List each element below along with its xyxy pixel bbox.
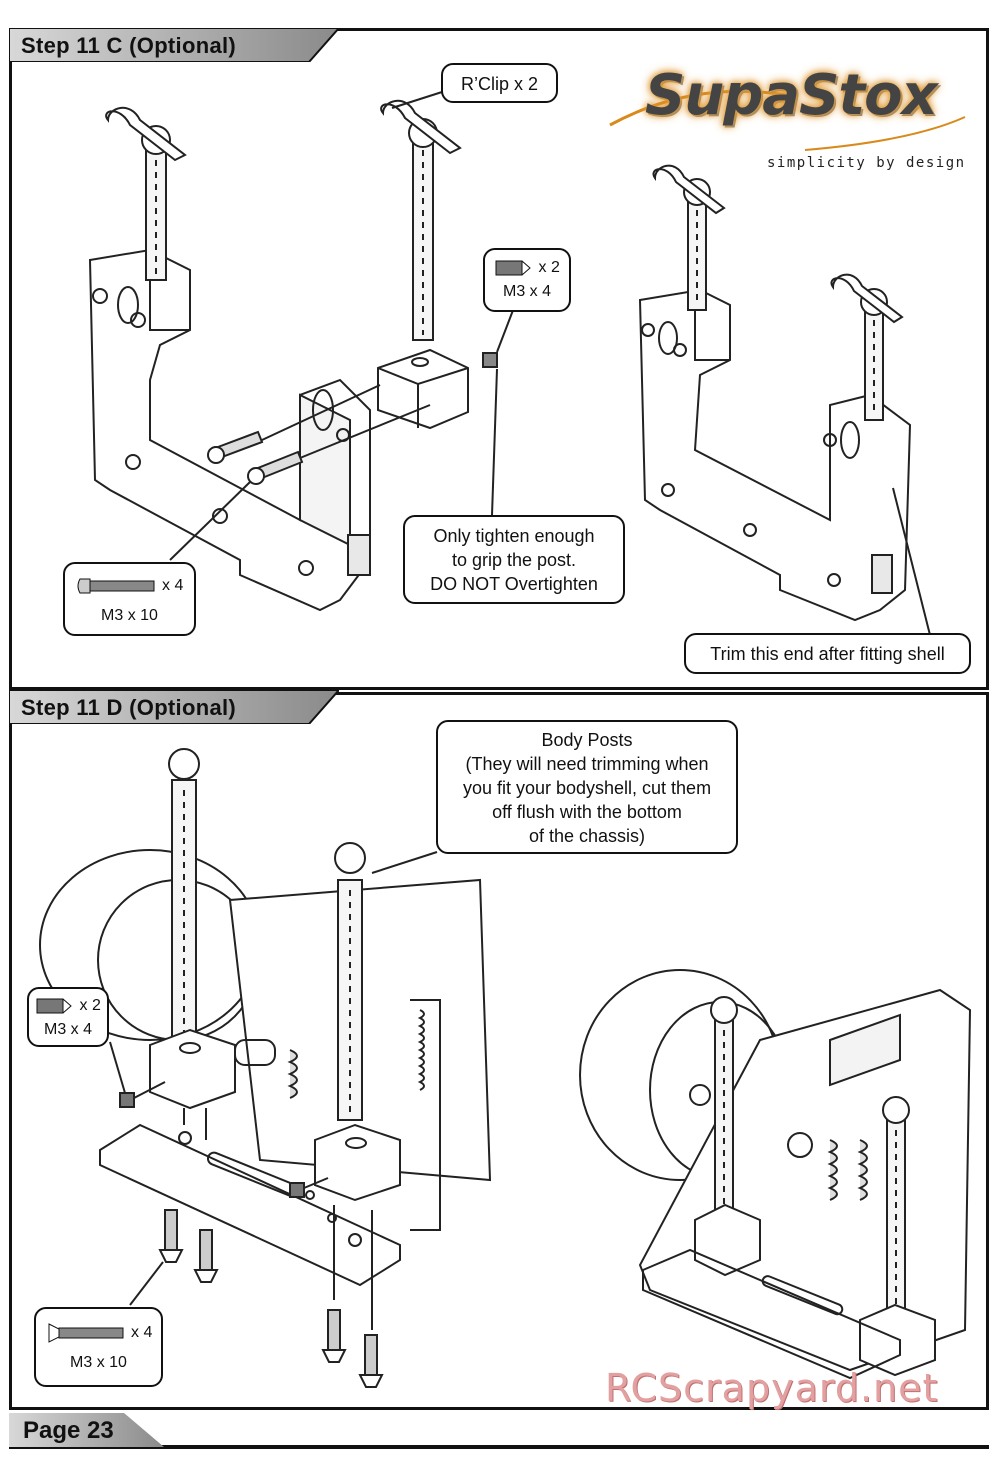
page-number-tab: Page 23 — [9, 1413, 349, 1449]
supastox-logo: SupaStox simplicity by design — [605, 55, 970, 185]
button-head-screw-icon — [77, 578, 155, 594]
r-clip-label: R’Clip x 2 — [460, 74, 539, 94]
body-posts-line-5: of the chassis) — [528, 826, 646, 846]
step-11c-title-tab: Step 11 C (Optional) — [9, 28, 339, 62]
button-screw-qty-c: x 4 — [162, 577, 184, 594]
trim-note-text: Trim this end after fitting shell — [710, 644, 945, 664]
tighten-note-line-1: Only tighten enough — [433, 526, 595, 546]
tighten-note-line-2: to grip the post. — [451, 550, 577, 570]
grub-screw-callout-c: x 2 M3 x 4 — [483, 248, 571, 312]
step-11c-title: Step 11 C (Optional) — [21, 33, 237, 58]
grub-screw-size-d: M3 x 4 — [43, 1021, 92, 1038]
grub-screw-icon — [495, 260, 531, 276]
bottom-rule — [9, 1445, 989, 1449]
chassis-posts-fitted-illustration — [579, 969, 972, 1380]
button-screw-callout-c: x 4 M3 x 10 — [63, 562, 196, 636]
countersunk-screw-qty-d: x 4 — [131, 1324, 153, 1341]
countersunk-screw-callout-d: x 4 M3 x 10 — [34, 1307, 163, 1387]
logo-swoosh-icon — [609, 89, 966, 151]
grub-screw-icon-d — [36, 998, 72, 1014]
body-posts-line-2: (They will need trimming when — [465, 754, 709, 774]
step-11d-title: Step 11 D (Optional) — [21, 695, 237, 720]
chassis-posts-illustration — [39, 748, 492, 1388]
body-posts-line-1: Body Posts — [541, 730, 633, 750]
grub-screw-size-c: M3 x 4 — [502, 283, 551, 300]
watermark-text: RCScrapyard.net — [605, 1366, 939, 1410]
button-screw-size-c: M3 x 10 — [101, 607, 158, 624]
body-posts-line-3: you fit your bodyshell, cut them — [462, 778, 712, 798]
r-clip-callout: R’Clip x 2 — [441, 63, 558, 103]
countersunk-screw-icon — [48, 1322, 124, 1343]
logo-tagline: simplicity by design — [767, 155, 966, 171]
grub-screw-qty-c: x 2 — [538, 259, 560, 276]
trim-note-callout: Trim this end after fitting shell — [684, 633, 971, 674]
logo-wordmark: SupaStox — [645, 63, 938, 128]
tighten-note-callout: Only tighten enough to grip the post. DO… — [403, 515, 625, 604]
grub-screw-callout-d: x 2 M3 x 4 — [27, 987, 109, 1047]
tighten-note-line-3: DO NOT Overtighten — [430, 574, 598, 594]
page-number: Page 23 — [23, 1417, 114, 1444]
body-posts-callout: Body Posts (They will need trimming when… — [436, 720, 738, 854]
grub-screw-qty-d: x 2 — [79, 997, 101, 1014]
left-body-mount-illustration — [88, 91, 516, 612]
body-posts-line-4: off flush with the bottom — [492, 802, 682, 822]
step-11d-title-tab: Step 11 D (Optional) — [9, 690, 339, 724]
countersunk-screw-size-d: M3 x 10 — [70, 1354, 127, 1371]
right-body-mount-illustration — [638, 164, 931, 636]
